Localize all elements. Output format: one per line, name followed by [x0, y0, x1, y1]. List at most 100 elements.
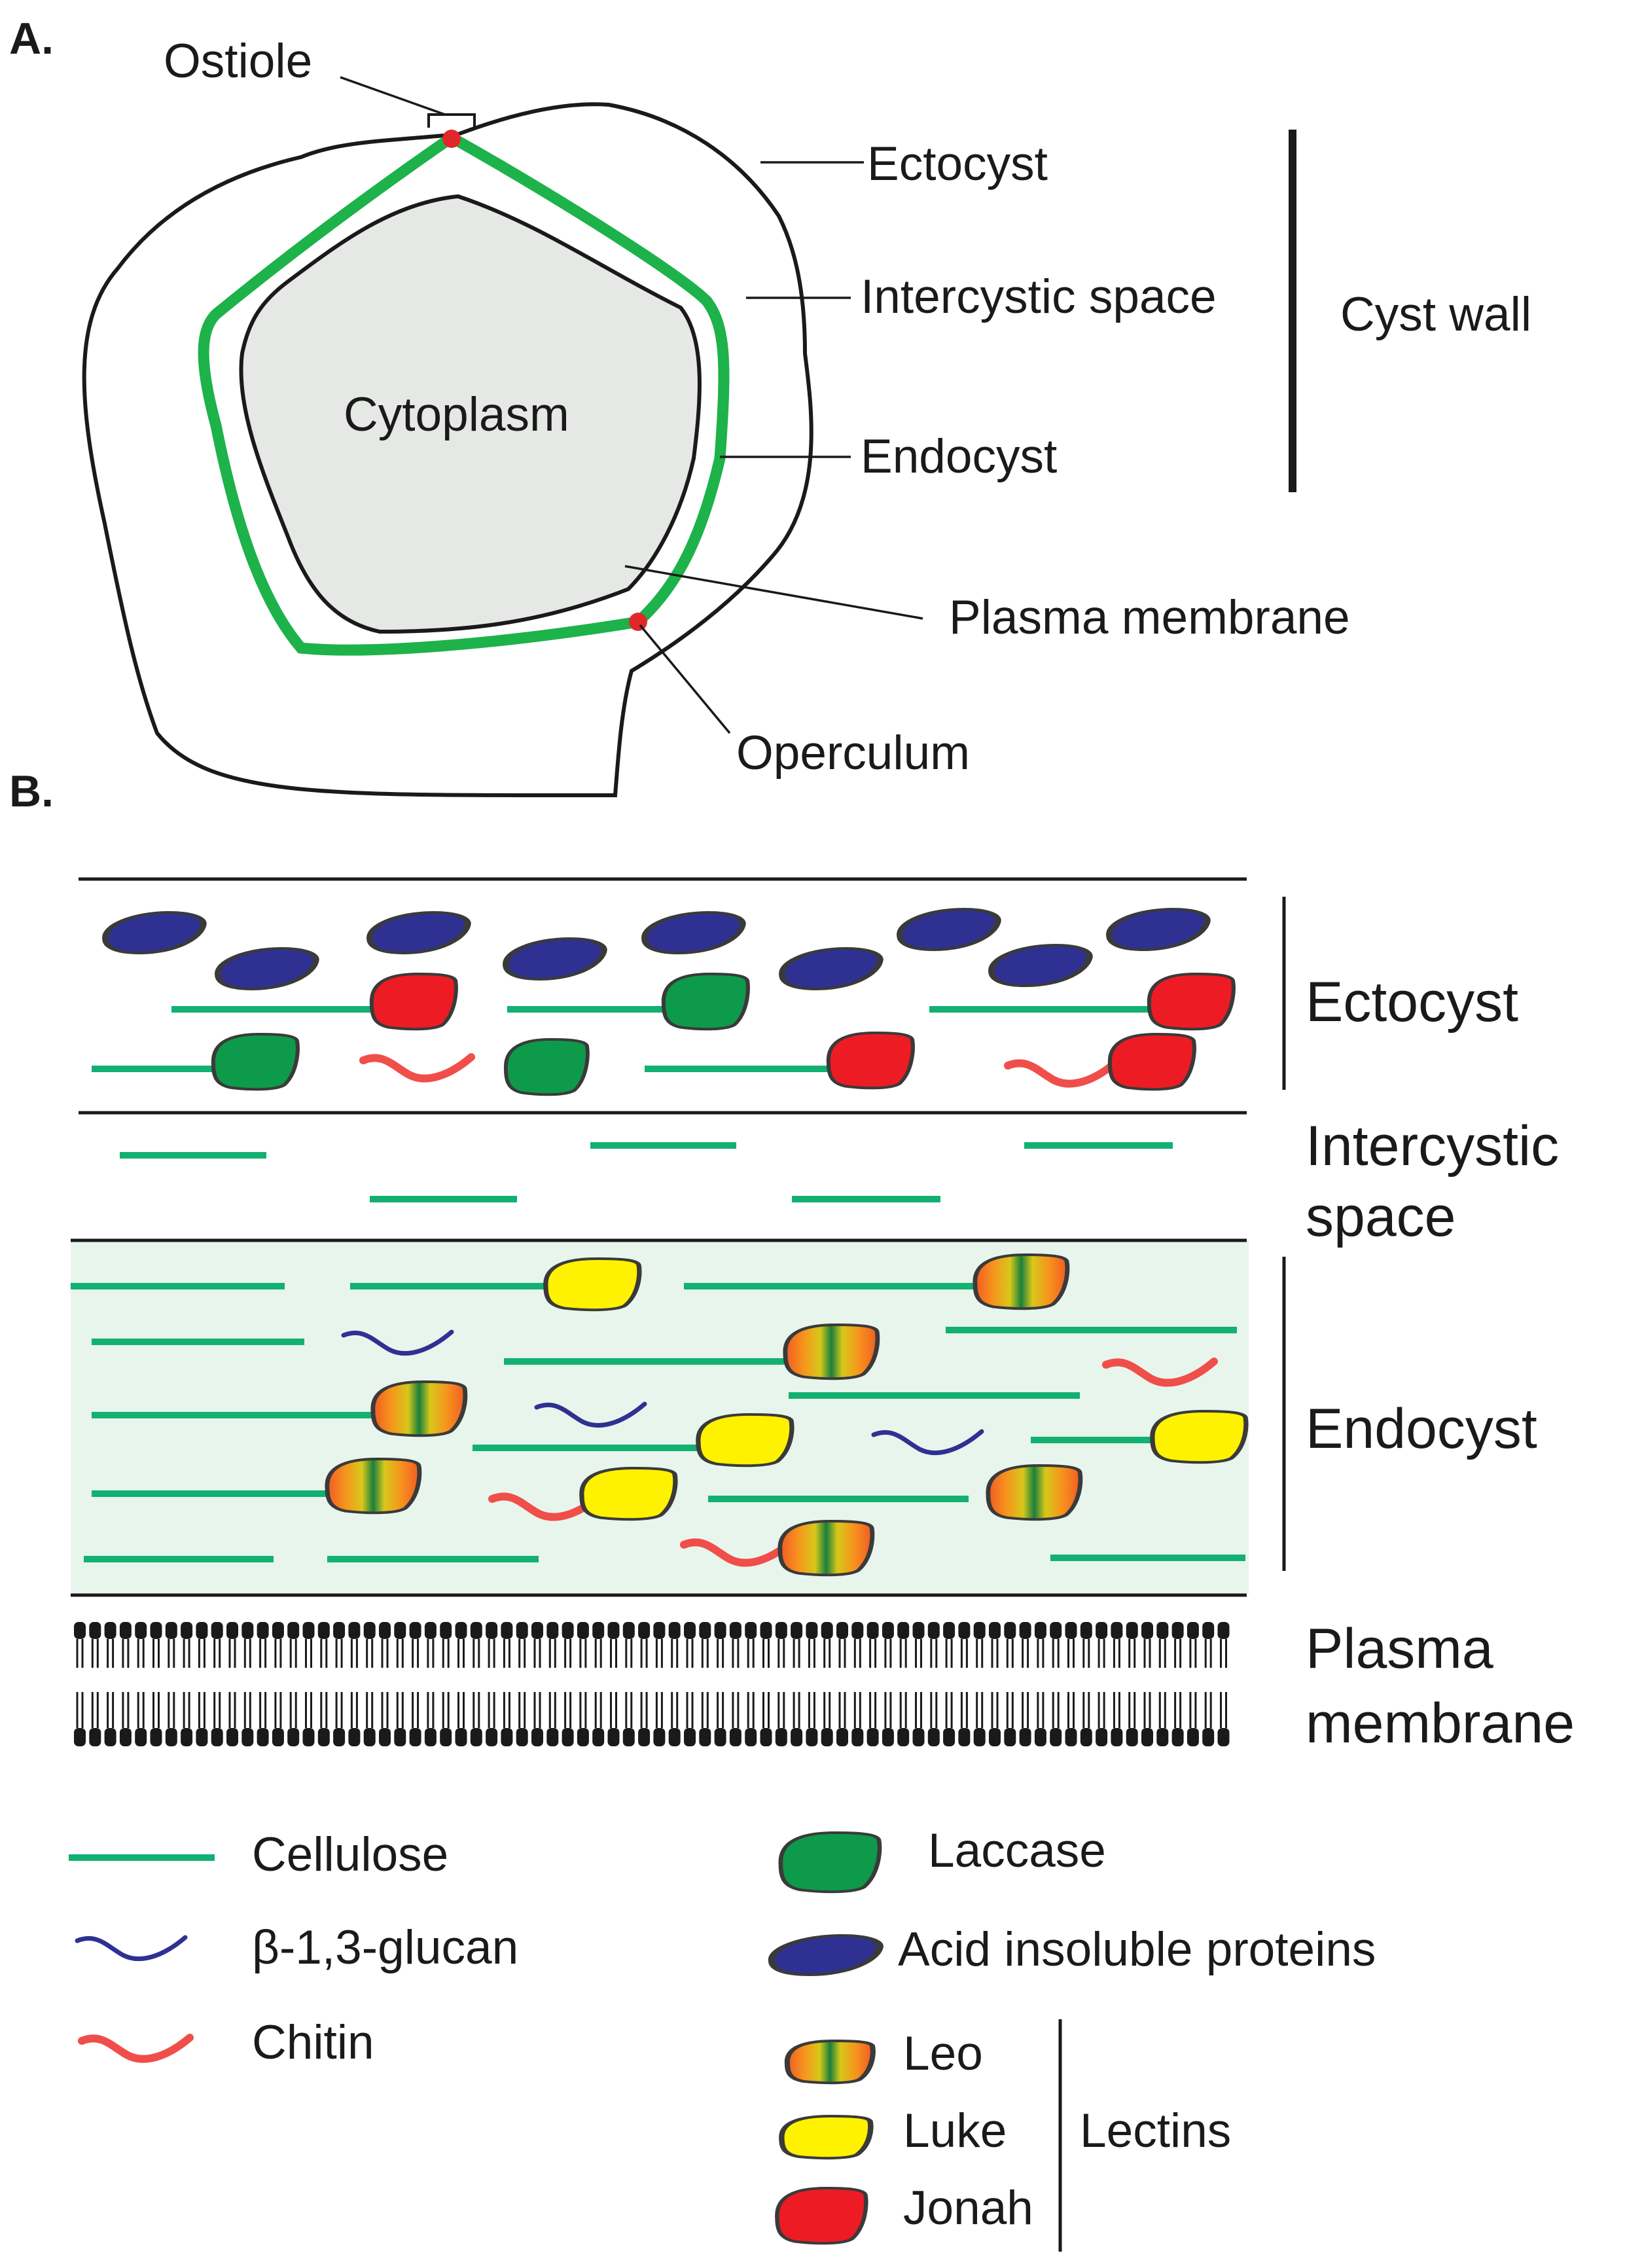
lipid-tail-bottom — [152, 1692, 160, 1728]
lipid-head-bottom — [622, 1728, 635, 1746]
luke-lectin — [1150, 1409, 1249, 1464]
lipid-tail-bottom — [884, 1692, 892, 1728]
lipid-tail-bottom — [1143, 1692, 1151, 1728]
lipid-head-bottom — [1050, 1728, 1062, 1746]
lipid-tail-bottom — [168, 1692, 175, 1728]
lipid-tail-top — [548, 1639, 556, 1668]
lipid-tail-top — [838, 1639, 846, 1668]
lipid-tail-top — [671, 1639, 679, 1668]
lipid-tail-bottom — [548, 1692, 556, 1728]
legend: Cellulose β-1,3-glucan Chitin Laccase Ac… — [69, 1824, 1376, 2252]
lipid-head-top — [1171, 1622, 1184, 1639]
lipid-tail-top — [1128, 1639, 1136, 1668]
lipid-head-bottom — [181, 1728, 193, 1746]
lipid-tail-bottom — [1006, 1692, 1014, 1728]
plasma-leader — [624, 565, 923, 620]
lipid-head-bottom — [1080, 1728, 1092, 1746]
lipid-tail-top — [442, 1639, 450, 1668]
lipid-tail-bottom — [701, 1692, 709, 1728]
lipid-head-top — [775, 1622, 787, 1639]
lipid-tail-bottom — [183, 1692, 190, 1728]
lipid-tail-top — [1174, 1639, 1182, 1668]
lipid-tail-top — [152, 1639, 160, 1668]
lipid-head-bottom — [1217, 1728, 1230, 1746]
lipid-tail-top — [655, 1639, 663, 1668]
lipid-head-bottom — [1004, 1728, 1016, 1746]
layer-label-intercystic-2: space — [1306, 1185, 1456, 1248]
lipid-head-bottom — [791, 1728, 803, 1746]
lipid-tail-top — [91, 1639, 99, 1668]
lipid-tail-bottom — [1022, 1692, 1029, 1728]
lipid-head-bottom — [836, 1728, 848, 1746]
ostiole-pore — [442, 130, 461, 148]
lipid-head-bottom — [851, 1728, 864, 1746]
lipid-tail-top — [320, 1639, 328, 1668]
layer-label-endocyst: Endocyst — [1306, 1397, 1537, 1460]
lipid-head-top — [958, 1622, 971, 1639]
lipid-tail-top — [305, 1639, 312, 1668]
lipid-head-bottom — [806, 1728, 818, 1746]
lipid-tail-top — [762, 1639, 770, 1668]
lipid-head-bottom — [317, 1728, 330, 1746]
leo-lectin — [986, 1464, 1083, 1521]
lipid-head-top — [257, 1622, 269, 1639]
lipid-head-top — [424, 1622, 437, 1639]
cytoplasm-body — [239, 194, 702, 634]
lipid-tail-bottom — [1082, 1692, 1090, 1728]
label-intercystic-a: Intercystic space — [861, 270, 1217, 323]
lipid-tail-top — [777, 1639, 785, 1668]
lipid-tail-bottom — [930, 1692, 938, 1728]
legend-lectins: Lectins — [1080, 2104, 1231, 2157]
lipid-tail-top — [243, 1639, 251, 1668]
lipid-head-bottom — [607, 1728, 620, 1746]
lipid-head-top — [241, 1622, 254, 1639]
acid-insoluble-protein — [641, 911, 746, 954]
legend-glucan-symbol — [75, 1935, 188, 1962]
lipid-head-bottom — [943, 1728, 955, 1746]
legend-symbols — [69, 1831, 884, 2245]
lipid-tail-bottom — [1189, 1692, 1197, 1728]
lipid-tail-top — [1143, 1639, 1151, 1668]
lipid-tail-top — [686, 1639, 694, 1668]
lipid-head-bottom — [211, 1728, 223, 1746]
leo-lectin — [325, 1457, 422, 1515]
lipid-head-bottom — [89, 1728, 101, 1746]
lipid-head-top — [897, 1622, 910, 1639]
lipid-bilayer — [74, 1622, 1230, 1746]
lipid-head-top — [135, 1622, 147, 1639]
lipid-head-bottom — [379, 1728, 391, 1746]
lipid-tail-top — [1113, 1639, 1120, 1668]
lipid-head-top — [760, 1622, 772, 1639]
leo-lectin — [370, 1380, 468, 1437]
lipid-head-top — [196, 1622, 208, 1639]
lipid-tail-bottom — [350, 1692, 358, 1728]
lipid-tail-top — [412, 1639, 420, 1668]
lipid-head-bottom — [135, 1728, 147, 1746]
lipid-tail-top — [427, 1639, 435, 1668]
lipid-head-bottom — [745, 1728, 757, 1746]
lipid-head-bottom — [1202, 1728, 1215, 1746]
lipid-head-top — [638, 1622, 651, 1639]
lipid-head-top — [989, 1622, 1001, 1639]
lipid-head-top — [684, 1622, 696, 1639]
lipid-tail-top — [793, 1639, 800, 1668]
lipid-head-top — [363, 1622, 376, 1639]
label-ostiole: Ostiole — [164, 35, 312, 88]
lipid-head-top — [1080, 1622, 1092, 1639]
lipid-head-bottom — [912, 1728, 925, 1746]
lipid-tail-top — [335, 1639, 343, 1668]
lipid-head-bottom — [440, 1728, 452, 1746]
lipid-head-top — [668, 1622, 681, 1639]
lipid-tail-top — [457, 1639, 465, 1668]
lipid-head-top — [150, 1622, 162, 1639]
lipid-tail-bottom — [793, 1692, 800, 1728]
lipid-head-top — [348, 1622, 361, 1639]
lipid-tail-top — [564, 1639, 572, 1668]
legend-laccase: Laccase — [928, 1824, 1106, 1877]
lipid-head-bottom — [1156, 1728, 1169, 1746]
lipid-tail-bottom — [1220, 1692, 1227, 1728]
lipid-tail-bottom — [899, 1692, 907, 1728]
lipid-tail-top — [1204, 1639, 1212, 1668]
lipid-tail-top — [198, 1639, 205, 1668]
lipid-head-bottom — [866, 1728, 879, 1746]
